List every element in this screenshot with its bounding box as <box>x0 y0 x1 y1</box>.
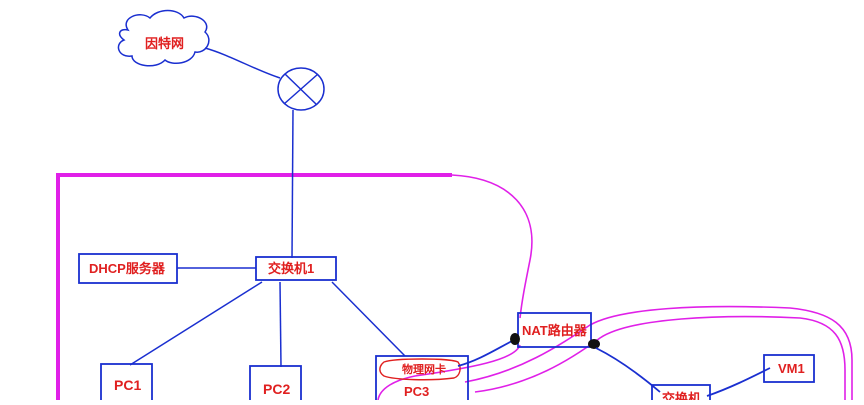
vm1-label: VM1 <box>778 361 805 376</box>
nat-left-connector <box>510 333 520 345</box>
virtual-boundary-curve-1 <box>377 344 521 401</box>
nat-right-connector <box>588 339 600 349</box>
virtual-boundary-curve-3 <box>474 315 846 400</box>
switch1-pc2-link <box>279 281 282 368</box>
router-icon <box>277 67 325 111</box>
switch2-vm1-link <box>706 367 771 397</box>
cloud-router-link <box>204 47 281 79</box>
router-switch1-link <box>291 109 294 259</box>
pc1-label: PC1 <box>114 377 141 393</box>
virtual-boundary-curve-2 <box>464 305 853 400</box>
switch1-pc1-link <box>129 281 263 366</box>
internet-label: 因特网 <box>145 36 184 51</box>
physical-nic-label: 物理网卡 <box>402 362 446 376</box>
nic-nat-link <box>457 339 515 367</box>
switch1-box <box>255 256 337 281</box>
internet-cloud <box>117 9 210 67</box>
switch2-box <box>651 384 711 405</box>
switch2-label: 交换机 <box>662 391 701 400</box>
nat-router-label: NAT路由器 <box>522 323 588 338</box>
switch1-pc3-link <box>331 281 406 357</box>
host-boundary-frame <box>56 173 452 400</box>
physical-nic-outline <box>379 358 461 381</box>
dhcp-server-label: DHCP服务器 <box>89 261 166 276</box>
pc3-label: PC3 <box>404 384 429 399</box>
vm1-box <box>763 354 815 383</box>
switch1-label: 交换机1 <box>268 261 314 276</box>
host-boundary-curve <box>451 174 533 319</box>
nat-switch2-link <box>595 347 661 393</box>
nat-router-box <box>517 312 592 348</box>
pc2-label: PC2 <box>263 381 290 397</box>
pc2-box <box>249 365 302 405</box>
